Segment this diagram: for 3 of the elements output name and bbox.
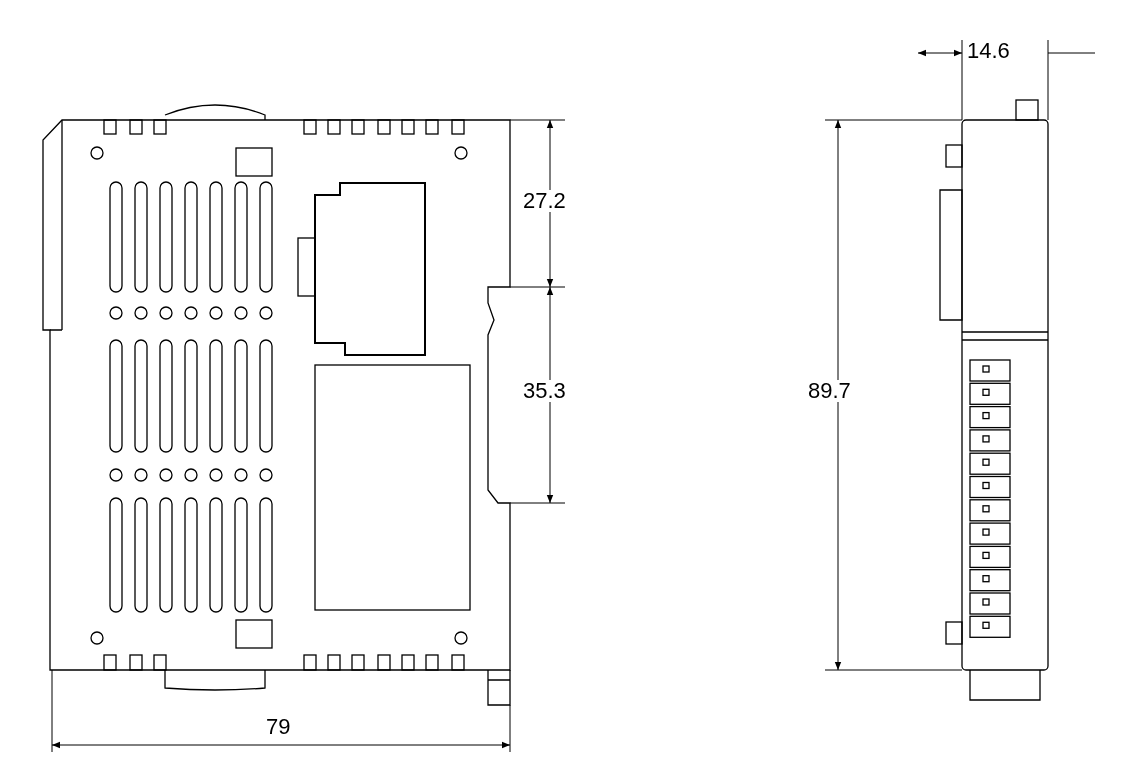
dimension-value: 35.3 (522, 380, 567, 402)
dimension-value: 27.2 (522, 190, 567, 212)
dimension-value: 89.7 (807, 380, 852, 402)
